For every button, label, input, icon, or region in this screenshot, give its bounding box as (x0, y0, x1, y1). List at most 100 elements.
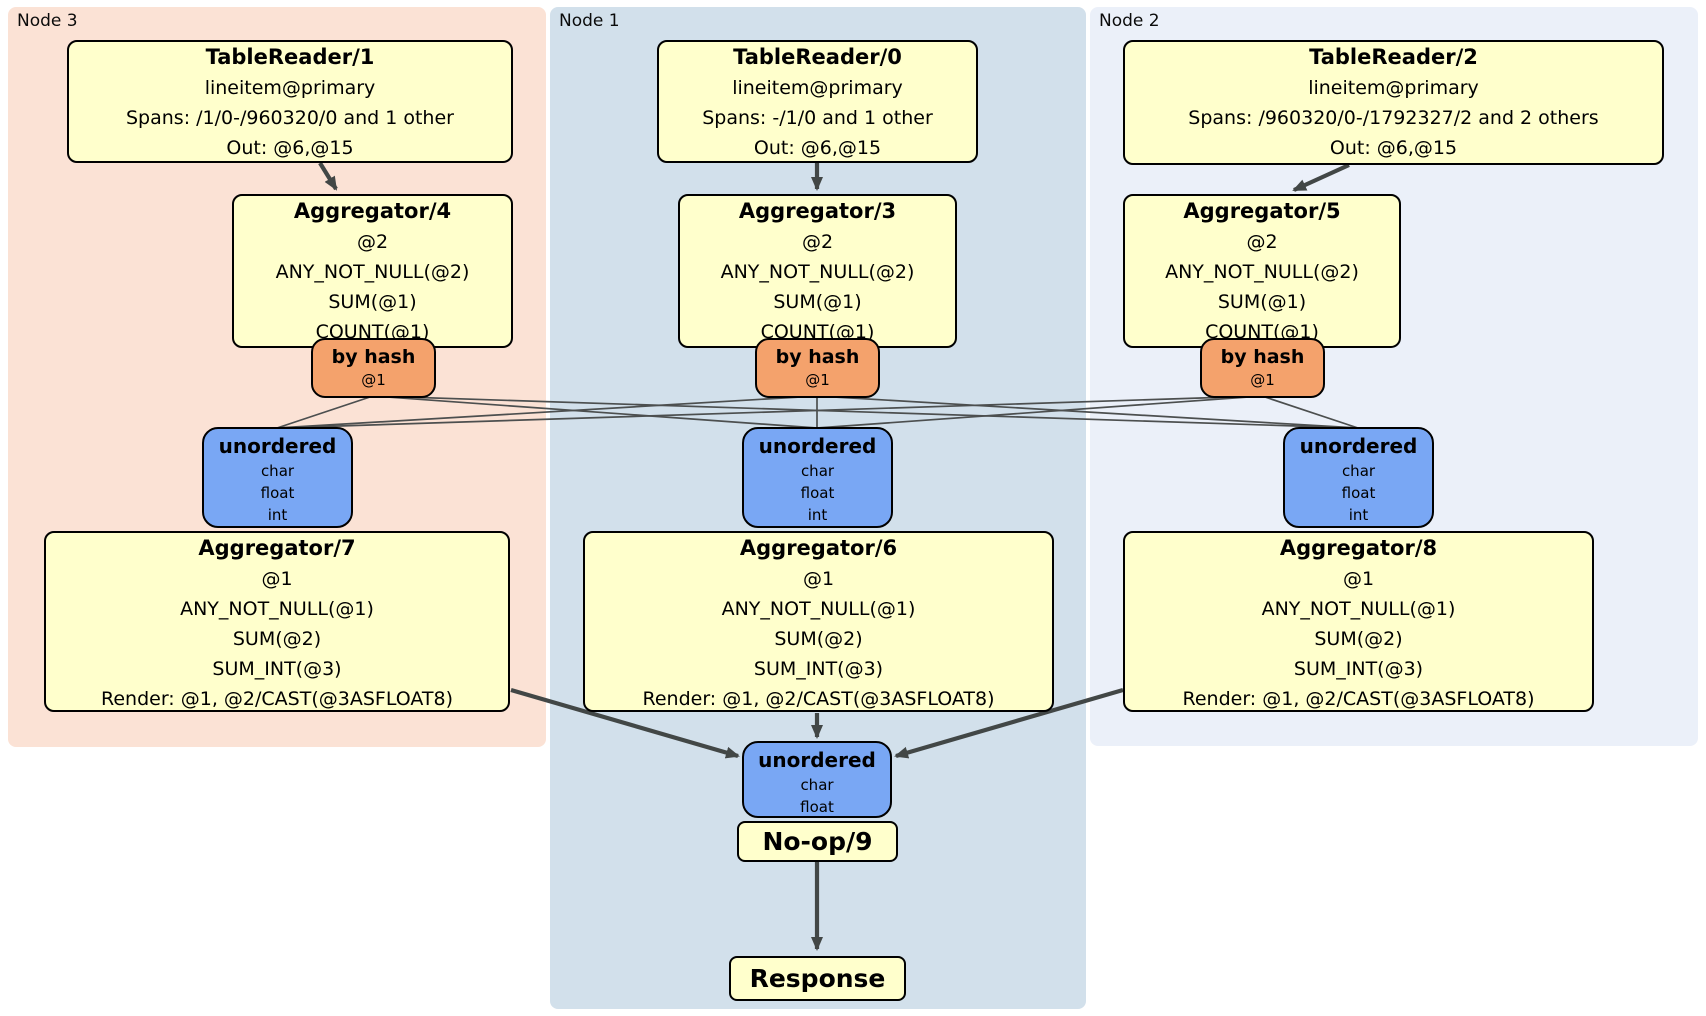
response-title: Response (749, 964, 886, 993)
aggregator-8-title: Aggregator/8 (1279, 536, 1438, 560)
hash-router-key: @1 (361, 371, 386, 389)
aggregator-5-title: Aggregator/5 (1183, 199, 1341, 223)
tablereader-0-title: TableReader/0 (733, 45, 902, 69)
aggregator-6-title: Aggregator/6 (739, 536, 898, 560)
edge-bh2-s3 (276, 395, 1263, 429)
hash-router-key: @1 (1250, 371, 1275, 389)
aggregator-6-row: Render: @1, @2/CAST(@3ASFLOAT8) (642, 688, 995, 710)
tablereader-0-out: Out: @6,@15 (753, 137, 882, 159)
unordered-sync-node1: unordered char float int (742, 427, 893, 528)
aggregator-4-box: Aggregator/4 @2 ANY_NOT_NULL(@2) SUM(@1)… (232, 194, 513, 348)
edge-bh3-s2 (372, 395, 1359, 429)
sync-label: unordered (758, 434, 877, 458)
tablereader-0-box: TableReader/0 lineitem@primary Spans: -/… (657, 40, 978, 163)
unordered-sync-final: unordered char float (742, 741, 892, 818)
aggregator-7-row: SUM_INT(@3) (212, 658, 342, 680)
sync-stream: char (260, 462, 295, 480)
sync-label: unordered (758, 748, 876, 772)
node3-label: Node 3 (17, 11, 78, 31)
edge-bh3-s3 (276, 395, 374, 429)
aggregator-8-row: @1 (1342, 568, 1375, 590)
aggregator-5-row: COUNT(@1) (1205, 321, 1319, 343)
aggregator-5-row: SUM(@1) (1217, 291, 1307, 313)
tablereader-2-index: lineitem@primary (1308, 77, 1479, 99)
unordered-sync-node3: unordered char float int (202, 427, 353, 528)
aggregator-8-row: SUM(@2) (1314, 628, 1403, 650)
edge-agg7-sync (510, 687, 740, 759)
tablereader-2-box: TableReader/2 lineitem@primary Spans: /9… (1123, 40, 1664, 165)
aggregator-5-box: Aggregator/5 @2 ANY_NOT_NULL(@2) SUM(@1)… (1123, 194, 1401, 348)
node2-label: Node 2 (1099, 11, 1160, 31)
aggregator-6-row: @1 (802, 568, 835, 590)
aggregator-6-box: Aggregator/6 @1 ANY_NOT_NULL(@1) SUM(@2)… (583, 531, 1054, 712)
aggregator-8-box: Aggregator/8 @1 ANY_NOT_NULL(@1) SUM(@2)… (1123, 531, 1594, 712)
aggregator-4-title: Aggregator/4 (293, 199, 452, 223)
sync-stream: float (1341, 484, 1376, 502)
aggregator-7-title: Aggregator/7 (198, 536, 356, 560)
aggregator-5-row: ANY_NOT_NULL(@2) (1165, 261, 1359, 283)
tablereader-2-out: Out: @6,@15 (1329, 137, 1458, 159)
edge-agg8-sync (894, 687, 1124, 759)
aggregator-7-row: Render: @1, @2/CAST(@3ASFLOAT8) (101, 688, 453, 710)
tablereader-2-spans: Spans: /960320/0-/1792327/2 and 2 others (1188, 107, 1599, 129)
hash-router-node1: by hash @1 (755, 338, 880, 398)
hash-router-node2: by hash @1 (1200, 338, 1325, 398)
hash-router-node3: by hash @1 (311, 338, 436, 398)
sync-stream: float (260, 484, 295, 502)
sync-label: unordered (1299, 434, 1418, 458)
aggregator-6-row: SUM_INT(@3) (753, 658, 884, 680)
unordered-sync-node2: unordered char float int (1283, 427, 1434, 528)
sync-label: unordered (218, 434, 337, 458)
sync-stream: char (1341, 462, 1376, 480)
noop-title: No-op/9 (762, 827, 873, 856)
aggregator-7-row: ANY_NOT_NULL(@1) (180, 598, 374, 620)
aggregator-3-row: SUM(@1) (773, 291, 862, 313)
sync-stream: int (267, 506, 288, 524)
tablereader-1-out: Out: @6,@15 (226, 137, 354, 159)
hash-router-label: by hash (331, 346, 416, 368)
tablereader-1-title: TableReader/1 (205, 45, 375, 69)
hash-router-label: by hash (1220, 346, 1305, 368)
edge-bh2-s1 (816, 395, 1263, 429)
sync-stream: char (800, 462, 835, 480)
aggregator-5-row: @2 (1246, 231, 1278, 253)
aggregator-3-box: Aggregator/3 @2 ANY_NOT_NULL(@2) SUM(@1)… (678, 194, 957, 348)
noop-box: No-op/9 (737, 821, 898, 862)
edge-bh1-s2 (816, 395, 1359, 429)
hash-router-label: by hash (775, 346, 860, 368)
aggregator-7-row: SUM(@2) (232, 628, 322, 650)
hash-router-key: @1 (805, 371, 830, 389)
aggregator-8-row: ANY_NOT_NULL(@1) (1261, 598, 1456, 620)
aggregator-3-row: ANY_NOT_NULL(@2) (720, 261, 915, 283)
edge-tr2-agg5 (1292, 163, 1350, 192)
aggregator-3-title: Aggregator/3 (738, 199, 897, 223)
sync-stream: char (800, 776, 834, 794)
aggregator-4-row: COUNT(@1) (315, 321, 430, 343)
tablereader-0-spans: Spans: -/1/0 and 1 other (702, 107, 933, 129)
sync-stream: int (807, 506, 828, 524)
aggregator-4-row: SUM(@1) (328, 291, 417, 313)
response-box: Response (729, 956, 906, 1001)
aggregator-3-row: COUNT(@1) (760, 321, 875, 343)
edge-bh3-s1 (372, 395, 818, 429)
tablereader-1-spans: Spans: /1/0-/960320/0 and 1 other (126, 107, 454, 129)
aggregator-8-row: SUM_INT(@3) (1293, 658, 1424, 680)
sync-stream: int (1348, 506, 1369, 524)
node1-label: Node 1 (559, 11, 620, 31)
aggregator-8-row: Render: @1, @2/CAST(@3ASFLOAT8) (1182, 688, 1535, 710)
tablereader-2-title: TableReader/2 (1309, 45, 1478, 69)
edge-tr1-agg4 (318, 161, 338, 191)
aggregator-6-row: SUM(@2) (774, 628, 863, 650)
tablereader-0-index: lineitem@primary (732, 77, 903, 99)
aggregator-3-row: @2 (801, 231, 834, 253)
aggregator-6-row: ANY_NOT_NULL(@1) (721, 598, 916, 620)
sync-stream: float (800, 484, 835, 502)
tablereader-1-index: lineitem@primary (204, 77, 376, 99)
tablereader-1-box: TableReader/1 lineitem@primary Spans: /1… (67, 40, 513, 163)
aggregator-7-row: @1 (261, 568, 293, 590)
aggregator-4-row: @2 (356, 231, 389, 253)
edge-bh1-s3 (276, 395, 818, 429)
edge-bh2-s2 (1261, 395, 1359, 429)
